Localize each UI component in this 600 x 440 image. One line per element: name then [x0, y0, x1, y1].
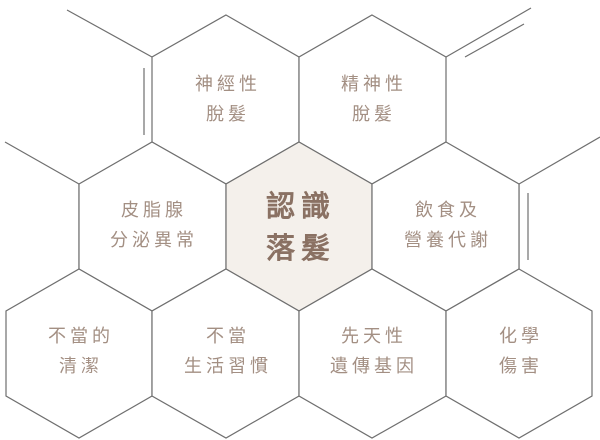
label-line: 神經性	[195, 74, 261, 95]
label-neural: 神經性 脫髮	[158, 70, 298, 130]
hex-chemical	[445, 268, 593, 439]
label-line: 精神性	[341, 74, 407, 95]
label-line: 傷害	[499, 356, 543, 377]
label-line: 先天性	[341, 326, 407, 347]
label-diet: 飲食及 營養代謝	[378, 196, 518, 256]
label-line: 脫髮	[206, 104, 250, 125]
label-genetic: 先天性 遺傳基因	[304, 322, 444, 382]
label-line: 脫髮	[352, 104, 396, 125]
label-line: 飲食及	[415, 200, 481, 221]
label-line: 不當	[206, 326, 250, 347]
label-line: 營養代謝	[404, 230, 492, 251]
label-lifestyle: 不當 生活習慣	[158, 322, 298, 382]
label-line: 化學	[499, 326, 543, 347]
label-line: 生活習慣	[184, 356, 272, 377]
label-line: 不當的	[48, 326, 114, 347]
center-title-line: 認識	[265, 189, 336, 223]
center-title-line: 落髮	[265, 231, 336, 265]
label-line: 遺傳基因	[330, 356, 418, 377]
label-line: 皮脂腺	[121, 200, 187, 221]
label-sebaceous: 皮脂腺 分泌異常	[84, 196, 224, 256]
label-line: 分泌異常	[110, 230, 198, 251]
label-center: 認識 落髮	[231, 185, 371, 269]
label-mental: 精神性 脫髮	[304, 70, 444, 130]
label-chemical: 化學 傷害	[451, 322, 591, 382]
label-cleaning: 不當的 清潔	[11, 322, 151, 382]
label-line: 清潔	[59, 356, 103, 377]
